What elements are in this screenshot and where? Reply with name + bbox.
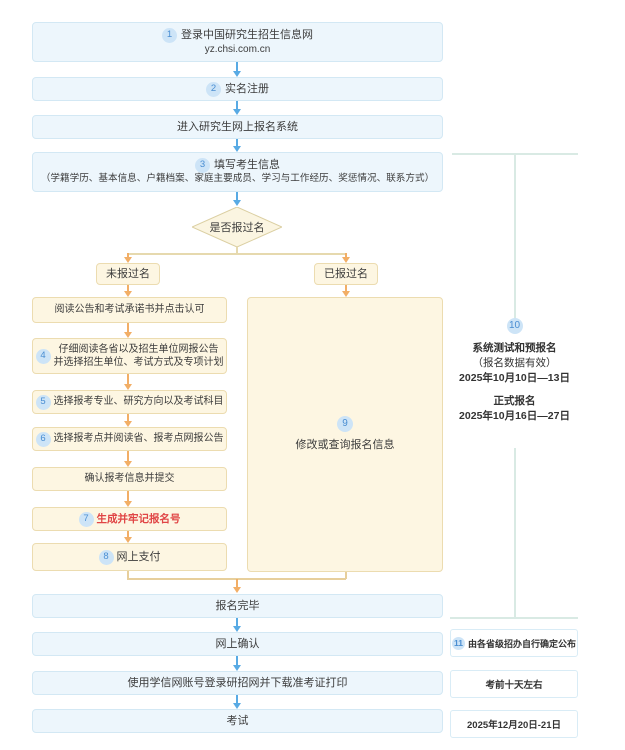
step-read-province-notice: 4 仔细阅读各省以及招生单位网报公告 并选择招生单位、考试方式及专项计划 (32, 338, 227, 374)
arrow-down-icon (342, 285, 350, 297)
arrow-down-icon (233, 618, 241, 632)
registration-complete-label: 报名完毕 (215, 599, 260, 612)
online-confirmation-label: 网上确认 (215, 637, 260, 650)
bracket-vertical-lower (514, 448, 516, 617)
step-enter-label: 进入研究生网上报名系统 (177, 120, 298, 133)
arrow-down-icon (124, 414, 132, 427)
step-download-admission-ticket: 使用学信网账号登录研招网并下载准考证打印 (32, 671, 443, 695)
read-notice-label: 阅读公告和考试承诺书并点击认可 (54, 304, 205, 316)
choose-exam-site-label: 选择报考点并阅读省、报考点网报公告 (53, 433, 224, 445)
step-login-chsi: 1 登录中国研究生招生信息网 yz.chsi.com.cn (32, 22, 443, 62)
step-enter-system: 进入研究生网上报名系统 (32, 115, 443, 139)
download-admission-ticket-label: 使用学信网账号登录研招网并下载准考证打印 (127, 676, 348, 689)
registered-text: 已报过名 (324, 267, 368, 280)
decision-registered-before: 是否报过名 (209, 222, 265, 234)
step-4-badge: 4 (35, 348, 51, 364)
arrow-down-icon (124, 531, 132, 543)
chsi-url-text: yz.chsi.com.cn (204, 43, 271, 55)
arrow-down-icon (233, 101, 241, 115)
confirmation-time-text: 由各省级招办自行确定公布 (467, 638, 576, 649)
exam-date-text: 2025年12月20日-21日 (467, 720, 561, 731)
arrow-down-icon (233, 62, 241, 77)
branch-label-not-registered: 未报过名 (96, 263, 160, 285)
step-fill-info-label: 填写考生信息 (214, 159, 280, 172)
arrow-down-icon (233, 695, 241, 709)
arrow-down-icon (124, 285, 132, 297)
step-9-badge: 9 (337, 416, 353, 433)
pre-registration-note: （报名数据有效） (472, 357, 557, 370)
read-province-line1: 仔细阅读各省以及招生单位网报公告 (58, 343, 219, 355)
arrow-down-icon (233, 192, 241, 206)
modify-query-label: 修改或查询报名信息 (295, 439, 395, 452)
step-online-confirmation: 网上确认 (32, 632, 443, 656)
bracket-vertical-upper (514, 153, 516, 323)
branch-horizontal-line (128, 253, 347, 255)
step-2-badge: 2 (206, 81, 221, 97)
fill-info-detail-text: （学籍学历、基本信息、户籍档案、家庭主要成员、学习与工作经历、奖惩情况、联系方式… (40, 173, 435, 185)
step-login-label: 登录中国研究生招生信息网 (181, 28, 313, 41)
pre-registration-dates: 2025年10月10日—13日 (459, 372, 570, 385)
arrow-down-icon (124, 253, 132, 263)
pre-registration-title: 系统测试和预报名 (472, 342, 557, 354)
step-3-badge: 3 (195, 158, 210, 174)
step-choose-major: 5 选择报考专业、研究方向以及考试科目 (32, 390, 227, 414)
annotation-registration-period: 10 系统测试和预报名 （报名数据有效） 2025年10月10日—13日 正式报… (450, 318, 579, 424)
annotation-10-badge: 10 (506, 318, 523, 334)
arrow-down-icon (124, 374, 132, 390)
merge-line-horizontal (127, 578, 346, 580)
merge-line-right (345, 572, 347, 579)
branch-stem-line (236, 247, 238, 254)
step-5-badge: 5 (35, 394, 51, 410)
branch-label-registered: 已报过名 (314, 263, 378, 285)
arrow-down-icon (124, 491, 132, 507)
read-province-line2: 并选择招生单位、考试方式及专项计划 (53, 357, 224, 368)
formal-registration-title: 正式报名 (493, 394, 536, 407)
step-real-name-register: 2 实名注册 (32, 77, 443, 101)
step-read-notice: 阅读公告和考试承诺书并点击认可 (32, 297, 227, 323)
choose-major-label: 选择报考专业、研究方向以及考试科目 (53, 396, 224, 408)
bracket-bottom-line (450, 617, 578, 619)
step-7-badge: 7 (78, 511, 94, 527)
step-register-label: 实名注册 (225, 82, 269, 95)
arrow-down-icon (233, 656, 241, 671)
step-8-badge: 8 (98, 549, 114, 565)
ticket-time-text: 考前十天左右 (485, 680, 543, 691)
step-confirm-submit: 确认报考信息并提交 (32, 467, 227, 491)
step-1-badge: 1 (162, 27, 177, 43)
arrow-down-icon (233, 139, 241, 152)
step-choose-exam-site: 6 选择报考点并阅读省、报考点网报公告 (32, 427, 227, 451)
arrow-down-icon (124, 323, 132, 338)
remember-number-label: 生成并牢记报名号 (96, 512, 181, 525)
arrow-down-icon (124, 451, 132, 467)
formal-registration-dates: 2025年10月16日—27日 (459, 409, 570, 422)
step-modify-query: 9 修改或查询报名信息 (247, 297, 443, 572)
step-online-payment: 8 网上支付 (32, 543, 227, 571)
confirm-submit-label: 确认报考信息并提交 (84, 473, 175, 485)
merge-line-left (127, 571, 129, 579)
decision-diamond-shape (192, 207, 282, 247)
step-fill-info: 3 填写考生信息 （学籍学历、基本信息、户籍档案、家庭主要成员、学习与工作经历、… (32, 152, 443, 192)
note-exam-date: 2025年12月20日-21日 (450, 710, 578, 738)
step-registration-complete: 报名完毕 (32, 594, 443, 618)
not-registered-text: 未报过名 (106, 267, 150, 280)
note-confirmation-time: 11 由各省级招办自行确定公布 (450, 629, 578, 657)
step-6-badge: 6 (35, 431, 51, 447)
step-remember-number: 7 生成并牢记报名号 (32, 507, 227, 531)
annotation-11-badge: 11 (451, 636, 465, 650)
note-ticket-time: 考前十天左右 (450, 670, 578, 698)
exam-label: 考试 (226, 714, 249, 727)
online-payment-label: 网上支付 (116, 550, 161, 563)
arrow-down-icon (233, 579, 241, 593)
step-exam: 考试 (32, 709, 443, 733)
arrow-down-icon (342, 253, 350, 263)
